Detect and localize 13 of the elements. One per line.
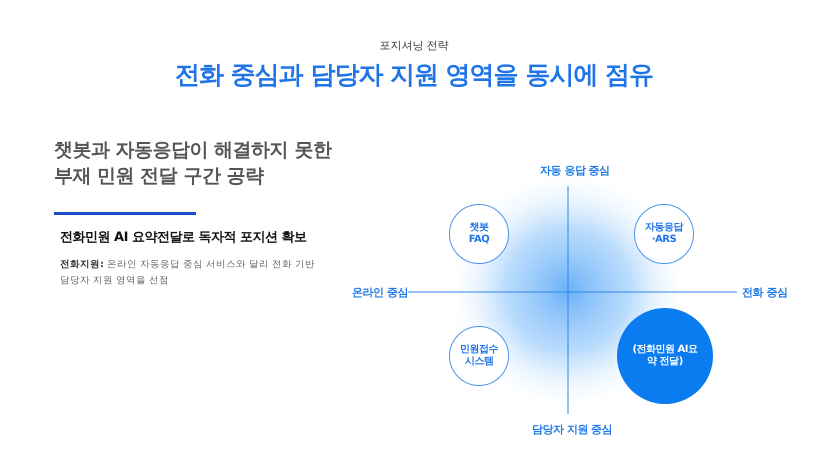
node-label: 챗봇 FAQ — [468, 222, 490, 246]
subheading: 전화민원 AI 요약전달로 독자적 포지션 확보 — [60, 229, 308, 246]
node-label: 민원접수 시스템 — [459, 344, 499, 368]
node-label: 자동응답 ·ARS — [644, 222, 684, 246]
subtitle: 포지셔닝 전략 — [378, 38, 450, 53]
axis-label: 담당자 지원 중심 — [532, 422, 612, 437]
axis-label: 자동 응답 중심 — [540, 163, 610, 178]
node-label: (전화민원 AI요약 전달) — [632, 344, 698, 368]
title: 전화 중심과 담당자 지원 영역을 동시에 점유 — [174, 59, 654, 91]
description: 전화지원: 온라인 자동응답 중심 서비스와 달리 전화 기반 담당자 지원 영역을 선점 — [60, 258, 316, 288]
heading: 챗봇과 자동응답이 해결하지 못한 부재 민원 전달 구간 공략 — [54, 138, 333, 189]
axis-label: 전화 중심 — [742, 285, 788, 300]
axis-label: 온라인 중심 — [352, 285, 408, 300]
